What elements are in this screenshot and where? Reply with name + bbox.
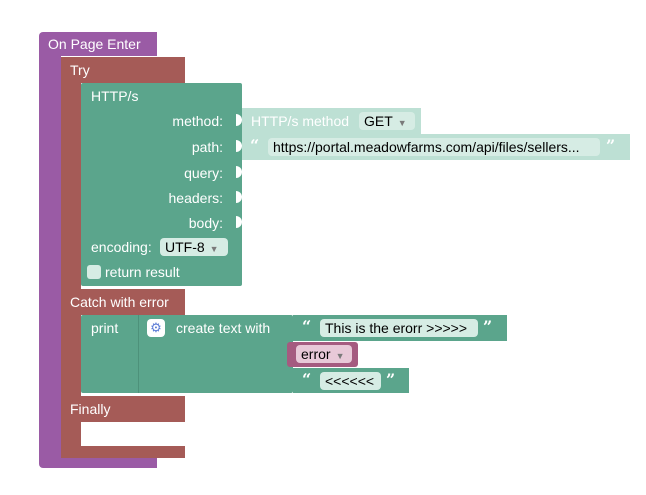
close-quote-icon: ” bbox=[606, 136, 616, 155]
close-quote-icon: ” bbox=[483, 317, 493, 336]
gear-icon[interactable]: ⚙ bbox=[147, 319, 165, 337]
http-method-label: HTTP/s method bbox=[251, 113, 350, 129]
query-socket bbox=[236, 166, 242, 178]
method-dropdown[interactable]: GET ▼ bbox=[359, 112, 415, 130]
chevron-down-icon: ▼ bbox=[335, 351, 345, 361]
path-text-field[interactable]: https://portal.meadowfarms.com/api/files… bbox=[268, 138, 600, 156]
print-label: print bbox=[91, 320, 119, 336]
on-page-enter-label: On Page Enter bbox=[48, 36, 141, 52]
encoding-value: UTF-8 bbox=[165, 239, 205, 255]
finally-bar bbox=[61, 396, 185, 422]
on-page-enter-body bbox=[39, 56, 61, 460]
headers-label: headers: bbox=[168, 190, 223, 206]
query-label: query: bbox=[184, 165, 223, 181]
encoding-label: encoding: bbox=[91, 239, 152, 255]
try-left-rail bbox=[61, 57, 81, 457]
finally-label: Finally bbox=[70, 401, 111, 417]
method-label: method: bbox=[172, 113, 223, 129]
create-text-label: create text with bbox=[176, 320, 271, 336]
path-socket bbox=[236, 140, 242, 152]
path-label: path: bbox=[191, 139, 223, 155]
try-label: Try bbox=[70, 62, 90, 78]
close-quote-icon: ” bbox=[386, 370, 396, 389]
try-block[interactable] bbox=[61, 57, 185, 83]
path-text-value: https://portal.meadowfarms.com/api/files… bbox=[273, 139, 580, 155]
open-quote-icon: “ bbox=[302, 370, 312, 389]
chevron-down-icon: ▼ bbox=[209, 244, 219, 254]
return-result-label: return result bbox=[105, 264, 180, 280]
variable-dropdown[interactable]: error ▼ bbox=[296, 345, 352, 363]
catch-bar bbox=[61, 289, 185, 315]
encoding-dropdown[interactable]: UTF-8 ▼ bbox=[160, 238, 228, 256]
headers-socket bbox=[236, 191, 242, 203]
chevron-down-icon: ▼ bbox=[397, 118, 407, 128]
http-title: HTTP/s bbox=[91, 88, 139, 104]
text-item-last-field[interactable]: <<<<<< bbox=[320, 372, 381, 390]
text-item-last-value: <<<<<< bbox=[325, 373, 375, 389]
open-quote-icon: “ bbox=[250, 136, 260, 155]
body-socket bbox=[236, 216, 242, 228]
print-divider bbox=[138, 315, 139, 393]
text-item-first-value: This is the erorr >>>>> bbox=[325, 320, 468, 336]
on-page-enter-block[interactable] bbox=[39, 32, 157, 56]
body-label: body: bbox=[188, 215, 223, 231]
variable-value: error bbox=[301, 346, 331, 362]
method-value: GET bbox=[364, 113, 393, 129]
on-page-enter-footer bbox=[39, 456, 157, 468]
text-item-first-field[interactable]: This is the erorr >>>>> bbox=[320, 319, 478, 337]
method-socket bbox=[236, 114, 242, 126]
open-quote-icon: “ bbox=[302, 317, 312, 336]
try-footer bbox=[61, 446, 185, 458]
print-block[interactable] bbox=[81, 315, 293, 393]
return-result-checkbox[interactable] bbox=[87, 265, 101, 279]
catch-label: Catch with error bbox=[70, 294, 169, 310]
